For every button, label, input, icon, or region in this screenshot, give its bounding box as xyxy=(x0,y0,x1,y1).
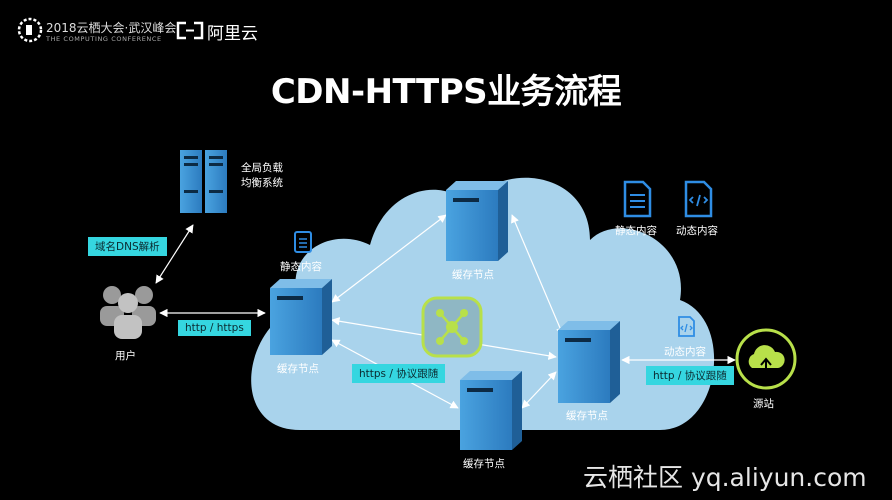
cache-right-label: 缓存节点 xyxy=(566,410,608,422)
legend-static-label: 静态内容 xyxy=(615,225,657,237)
edge-bottom-right xyxy=(521,371,557,409)
hub-icon xyxy=(421,296,483,358)
event-title: 2018云栖大会·武汉峰会 xyxy=(46,21,177,35)
edge-user-gslb xyxy=(155,224,194,284)
dynamic-content-label: 动态内容 xyxy=(664,346,706,358)
users-icon xyxy=(100,286,156,339)
gslb-label: 全局负载 均衡系统 xyxy=(241,162,283,189)
tag-http-https: http / https xyxy=(178,320,251,336)
cache-bottom-server xyxy=(460,371,522,450)
aliyun-logo-icon xyxy=(176,21,204,40)
tag-dns: 域名DNS解析 xyxy=(88,237,167,256)
cache-top-label: 缓存节点 xyxy=(452,269,494,281)
edge-top-right xyxy=(511,214,564,336)
page-title: CDN-HTTPS业务流程 xyxy=(270,72,622,112)
cache-bottom-label: 缓存节点 xyxy=(463,458,505,470)
user-label: 用户 xyxy=(115,350,136,362)
conference-logo-icon xyxy=(17,17,43,43)
cache-top-server xyxy=(446,181,508,261)
static-doc-icon-left xyxy=(294,231,312,253)
dynamic-code-icon-legend xyxy=(684,180,713,218)
cache-left-server xyxy=(270,279,332,355)
brand-name: 阿里云 xyxy=(207,24,258,44)
tag-https-follow: https / 协议跟随 xyxy=(352,364,446,383)
legend-dynamic-label: 动态内容 xyxy=(676,225,718,237)
cache-right-server xyxy=(558,321,620,403)
edge-left-top xyxy=(331,214,447,303)
dynamic-code-icon-right xyxy=(678,316,695,337)
static-doc-icon-legend xyxy=(623,180,652,218)
origin-label: 源站 xyxy=(753,398,774,410)
origin-icon xyxy=(735,328,797,390)
static-content-label: 静态内容 xyxy=(280,261,322,273)
gslb-servers xyxy=(180,150,227,213)
tag-http-follow: http / 协议跟随 xyxy=(646,366,734,385)
watermark: 云栖社区 yq.aliyun.com xyxy=(583,463,867,492)
event-subtitle: THE COMPUTING CONFERENCE xyxy=(46,35,162,43)
cache-left-label: 缓存节点 xyxy=(277,363,319,375)
